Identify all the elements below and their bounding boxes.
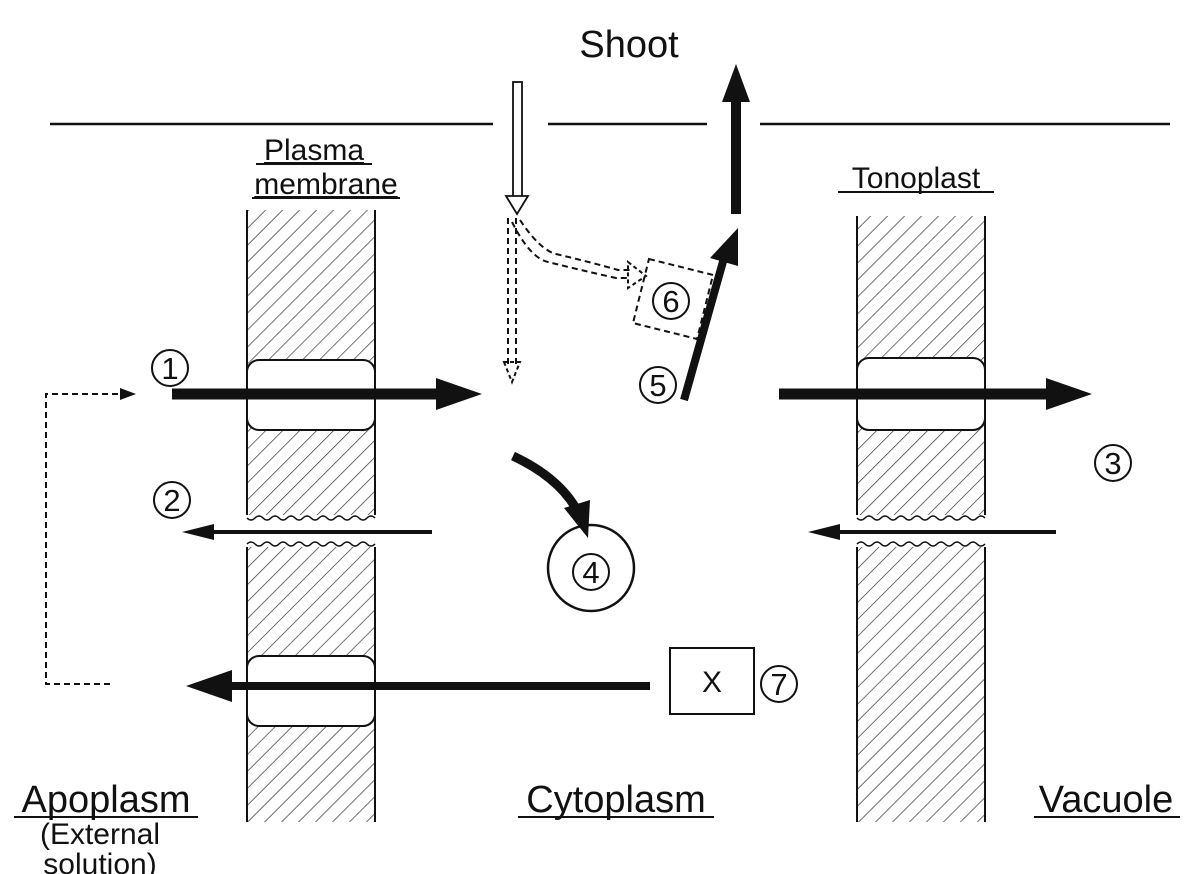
apoplasm-label: Apoplasm [22,779,191,821]
tonoplast-label: Tonoplast [852,162,981,195]
shoot-label: Shoot [579,24,679,66]
marker-6: 6 [652,282,690,320]
tonoplast-membrane [854,216,988,822]
svg-text:5: 5 [649,368,666,403]
marker-5: 5 [639,366,677,404]
apoplasm-sub-line1: (External [40,818,160,851]
svg-text:2: 2 [163,483,180,518]
dashed-recycle-loop [45,393,124,685]
transporter-7 [246,655,376,727]
arrow-vacuole-efflux [808,524,1056,540]
svg-text:4: 4 [582,555,599,590]
arrow-vacuole-influx-3 [779,378,1092,410]
svg-text:3: 3 [1104,446,1121,481]
arrow-assimilation-4 [511,451,590,538]
plasma-membrane-label-line2: membrane [254,168,397,201]
svg-text:7: 7 [770,667,787,702]
arrow-efflux-7 [186,670,650,702]
plasma-membrane [244,210,378,822]
arrow-from-shoot [504,81,530,216]
svg-text:1: 1 [161,351,178,386]
arrow-efflux-2 [182,524,432,540]
arrow-translocation-5 [680,64,750,402]
compound-x-label: X [702,666,722,699]
marker-4: 4 [572,553,610,591]
plasma-membrane-label-line1: Plasma [264,134,364,167]
marker-3: 3 [1094,444,1132,482]
dashed-pathway [502,218,715,385]
arrow-influx-1 [172,378,482,410]
assimilation-circle [546,523,636,613]
marker-1: 1 [151,349,189,387]
marker-2: 2 [153,481,191,519]
vacuole-label: Vacuole [1039,779,1174,821]
marker-7: 7 [760,665,798,703]
svg-text:6: 6 [662,284,679,319]
cytoplasm-label: Cytoplasm [526,779,706,821]
apoplasm-sub-line2: solution) [43,848,156,874]
compound-x-box [669,647,755,715]
dashed-loop-arrowhead [120,388,136,400]
